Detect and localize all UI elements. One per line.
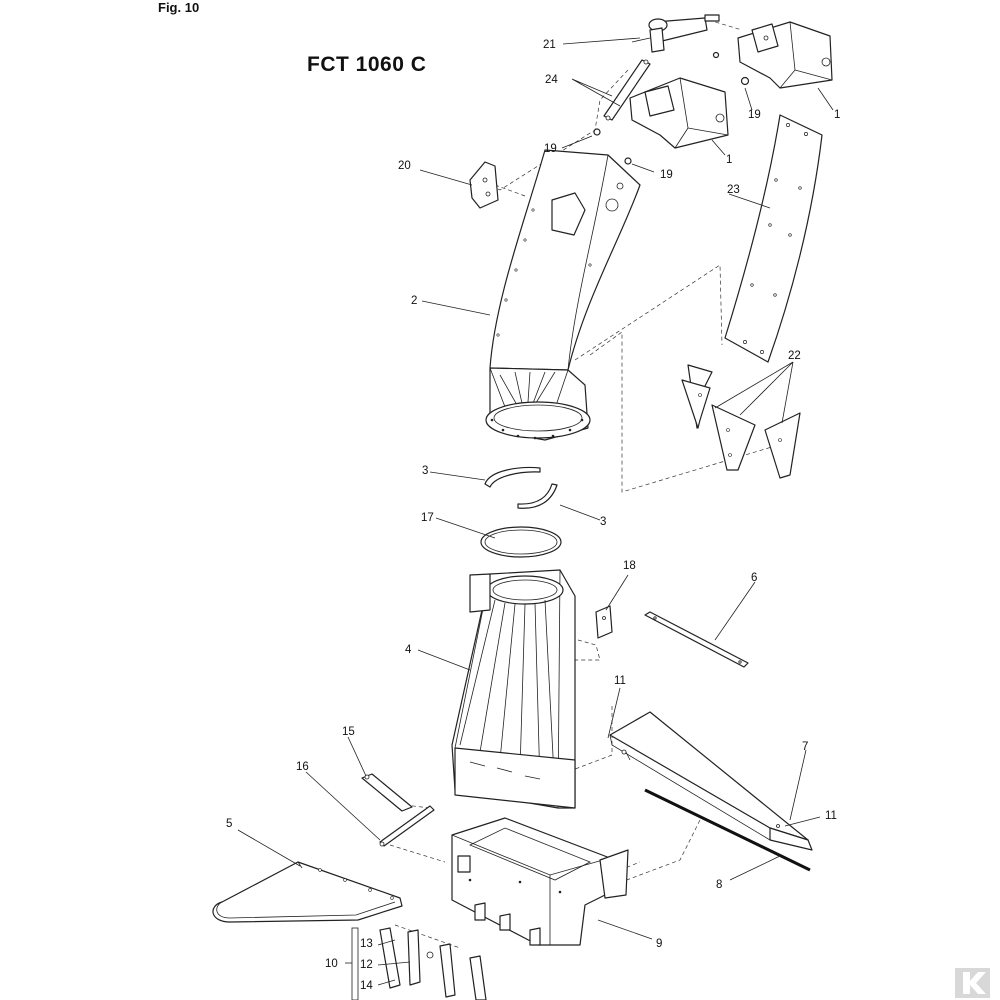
callout-8: 8 <box>716 879 722 891</box>
callout-7: 7 <box>802 741 808 753</box>
callout-5: 5 <box>226 818 232 830</box>
callout-19-right: 19 <box>748 109 761 121</box>
callout-18: 18 <box>623 560 636 572</box>
part-4-lower-chute <box>451 569 576 809</box>
leader-lines <box>237 37 834 986</box>
callout-15: 15 <box>342 726 355 738</box>
callout-11-top: 11 <box>614 675 626 687</box>
part-20-bracket <box>469 161 499 209</box>
part-1-deflector-middle <box>629 77 729 149</box>
callout-24: 24 <box>545 74 558 86</box>
figure-label: Fig. 10 <box>158 0 200 15</box>
part-5-frame <box>212 861 403 923</box>
part-10-blade-set <box>351 927 487 1000</box>
callout-3-right: 3 <box>600 516 606 528</box>
callout-2: 2 <box>411 295 417 307</box>
callout-19-center: 19 <box>660 169 673 181</box>
callout-13: 13 <box>360 938 373 950</box>
callout-1-upper: 1 <box>834 109 840 121</box>
callout-9: 9 <box>656 938 662 950</box>
part-2-upper-chute <box>485 149 641 441</box>
callout-22: 22 <box>788 350 801 362</box>
callout-21: 21 <box>543 39 556 51</box>
callout-10: 10 <box>325 958 338 970</box>
part-23-curved-liner <box>724 114 823 363</box>
k-logo-icon <box>955 968 990 998</box>
part-21-cylinder <box>631 14 720 53</box>
part-19-nuts <box>593 51 750 165</box>
part-3-clamp-rings <box>484 466 558 509</box>
callout-6: 6 <box>751 572 757 584</box>
callout-19-left: 19 <box>544 143 557 155</box>
part-18-bracket <box>595 605 613 639</box>
model-title: FCT 1060 C <box>307 53 427 76</box>
callout-3-left: 3 <box>422 465 428 477</box>
callout-4: 4 <box>405 644 412 656</box>
part-16-bar <box>379 805 435 847</box>
callout-1-middle: 1 <box>726 154 732 166</box>
part-22-wear-plates <box>681 364 801 479</box>
part-8-rod <box>644 788 811 872</box>
part-1-deflector-upper <box>737 21 833 89</box>
part-15-bar <box>361 773 413 812</box>
callout-23: 23 <box>727 184 740 196</box>
callout-labels: 21 24 1 1 19 19 19 20 23 2 22 3 3 17 18 … <box>226 39 840 992</box>
part-6-flat-bar <box>644 611 749 668</box>
callout-17: 17 <box>421 512 434 524</box>
callout-20: 20 <box>398 160 411 172</box>
part-7-cover <box>609 711 813 851</box>
callout-14: 14 <box>360 980 373 992</box>
part-17-ring <box>480 526 562 558</box>
callout-12: 12 <box>360 959 373 971</box>
part-9-hopper <box>451 817 629 946</box>
callout-11-bottom: 11 <box>825 810 837 822</box>
part-24-linkage-arm <box>603 59 651 121</box>
callout-16: 16 <box>296 761 309 773</box>
